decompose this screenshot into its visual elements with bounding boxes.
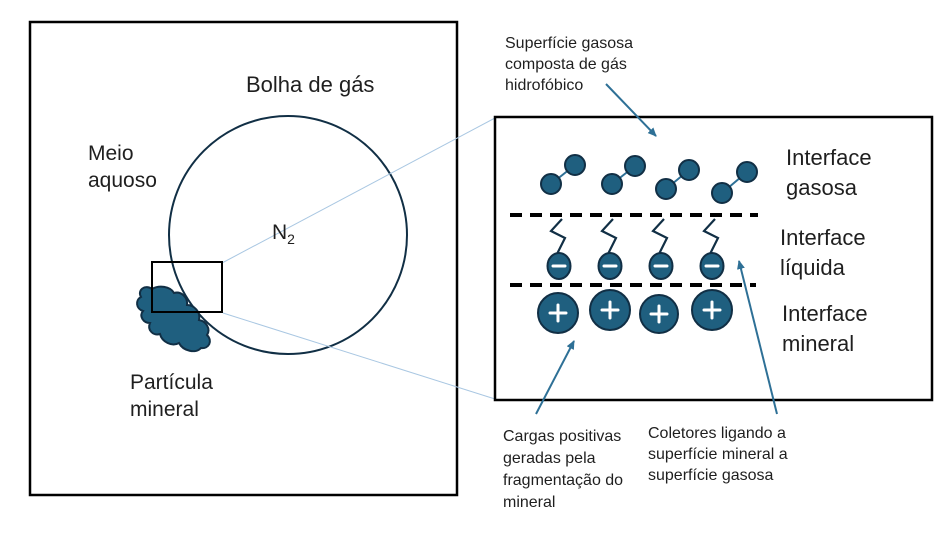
positive-ion-1 <box>537 292 579 334</box>
negative-ion-1 <box>546 252 572 280</box>
interface-gas-line-1: Interface <box>786 145 872 170</box>
interface-mineral-label: Interface mineral <box>782 299 868 359</box>
bubble-label-text: Bolha de gás <box>246 72 375 97</box>
collector-zigzag-2 <box>600 218 618 255</box>
connector-line-top <box>221 117 496 264</box>
collectors-line-2: superfície mineral a <box>648 446 788 463</box>
particle-line-2: mineral <box>130 398 199 421</box>
mineral-particle-blob <box>136 285 211 353</box>
interface-gas-line-2: gasosa <box>786 175 857 200</box>
positive-ion-2 <box>589 289 631 331</box>
negative-ion-4 <box>699 252 725 280</box>
gas-molecule-4 <box>711 161 758 204</box>
positive-charges-line-1: Cargas positivas <box>503 428 622 445</box>
gas-surface-annotation-line-1: Superfície gasosa <box>505 35 634 52</box>
gas-surface-annotation-line-2: composta de gás <box>505 56 627 73</box>
positive-charges-line-3: fragmentação do <box>503 472 624 489</box>
interface-mineral-line-1: Interface <box>782 301 868 326</box>
aqueous-line-1: Meio <box>88 142 134 165</box>
collector-zigzag-1 <box>549 218 567 255</box>
particle-line-1: Partícula <box>130 371 213 394</box>
gas-bubble-circle <box>168 115 408 355</box>
positive-charges-annotation: Cargas positivas geradas pela fragmentaç… <box>503 426 623 514</box>
collector-zigzag-3 <box>651 218 669 255</box>
nitrogen-label: N2 <box>272 219 295 253</box>
connector-line-bottom <box>222 312 496 400</box>
collectors-annotation: Coletores ligando a superfície mineral a… <box>648 423 788 486</box>
arrow-positive-charges <box>535 340 575 415</box>
nitrogen-subscript: 2 <box>287 231 295 247</box>
bubble-label: Bolha de gás <box>246 71 374 99</box>
nitrogen-symbol: N <box>272 221 288 244</box>
gas-molecule-1 <box>540 154 586 195</box>
gas-surface-annotation-line-3: hidrofóbico <box>505 77 584 94</box>
interface-gas-label: Interface gasosa <box>786 143 872 203</box>
positive-ion-3 <box>639 294 679 334</box>
gas-molecule-2 <box>601 155 646 195</box>
positive-charges-line-2: geradas pela <box>503 450 596 467</box>
left-panel-box <box>28 20 459 497</box>
zoom-region-square <box>151 261 223 313</box>
aqueous-medium-label: Meio aquoso <box>88 140 157 194</box>
positive-ion-4 <box>691 289 733 331</box>
gas-surface-annotation: Superfície gasosa composta de gás hidrof… <box>505 33 633 96</box>
mineral-particle-label: Partícula mineral <box>130 369 213 423</box>
negative-ion-2 <box>597 252 623 280</box>
collector-zigzag-4 <box>702 218 720 255</box>
interface-liquid-line-1: Interface <box>780 225 866 250</box>
collectors-line-3: superfície gasosa <box>648 467 774 484</box>
collectors-line-1: Coletores ligando a <box>648 425 786 442</box>
interface-mineral-line-2: mineral <box>782 331 855 356</box>
interface-liquid-label: Interface líquida <box>780 223 866 283</box>
interface-liquid-line-2: líquida <box>780 255 845 280</box>
positive-charges-line-4: mineral <box>503 494 556 511</box>
aqueous-line-2: aquoso <box>88 169 157 192</box>
arrow-collectors <box>737 260 778 415</box>
negative-ion-3 <box>648 252 674 280</box>
arrow-gas-surface <box>605 83 657 137</box>
gas-molecule-3 <box>655 159 700 200</box>
